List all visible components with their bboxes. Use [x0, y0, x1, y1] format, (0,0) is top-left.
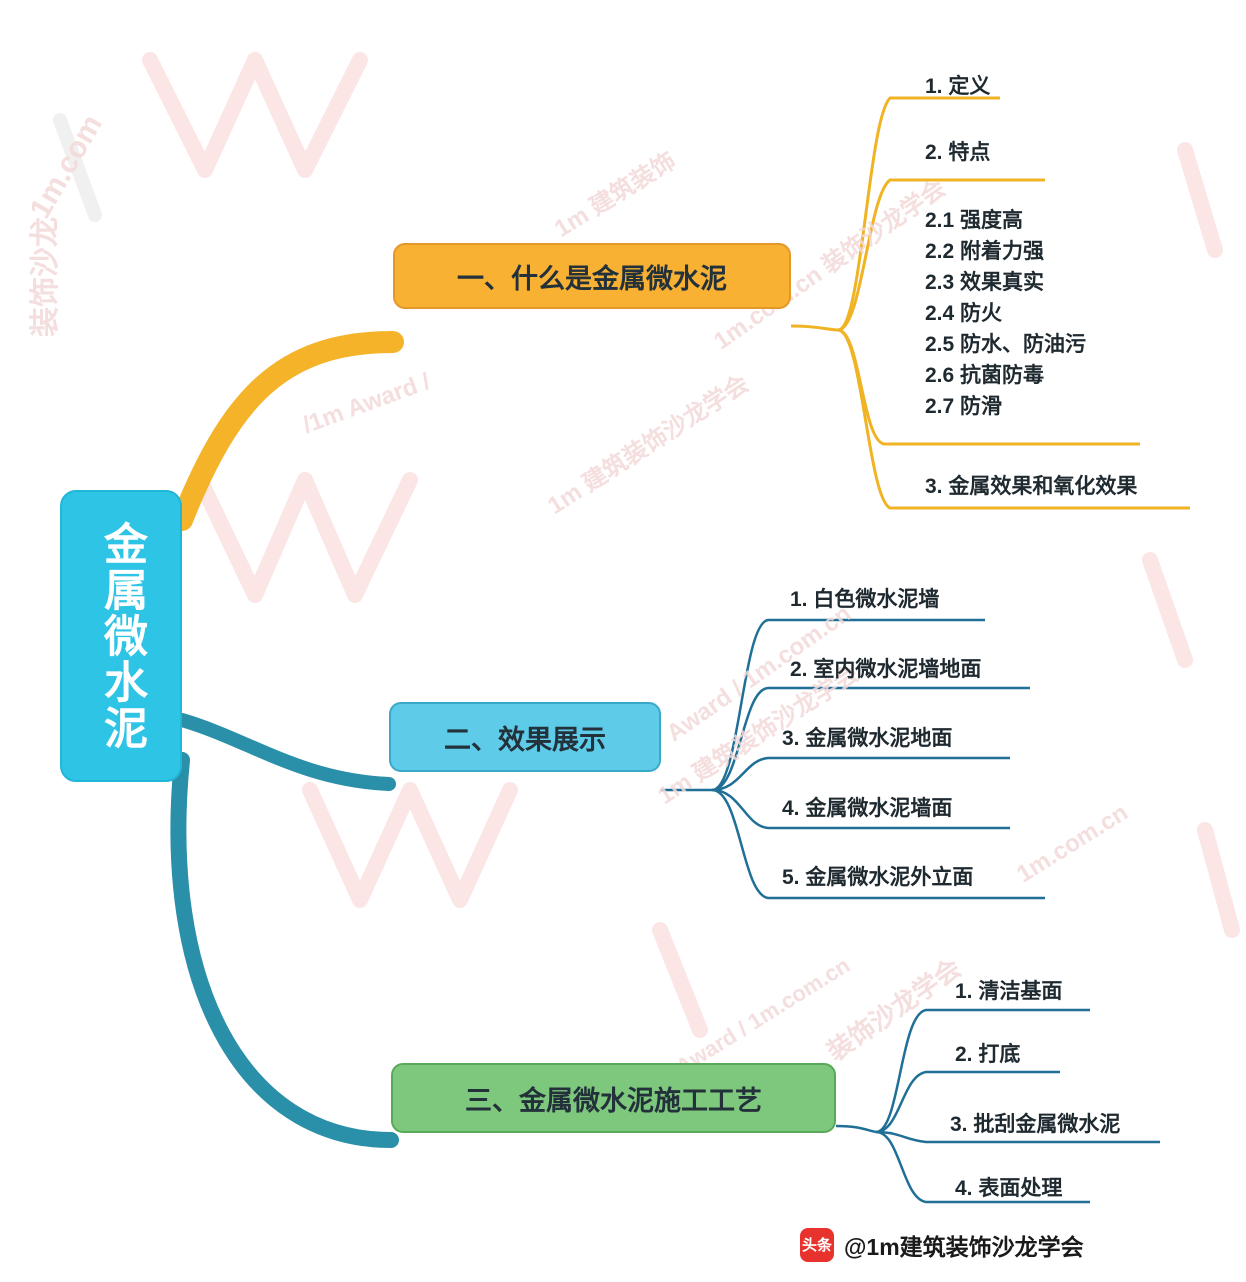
leaf-2-1[interactable]: 1. 白色微水泥墙: [790, 588, 940, 611]
footer-credit: 头条 @1m建筑装饰沙龙学会: [800, 1228, 1084, 1262]
leaf-3-2[interactable]: 2. 打底: [955, 1043, 1021, 1066]
sublist-item[interactable]: 2.3 效果真实: [925, 271, 1045, 294]
sublist-item[interactable]: 2.6 抗菌防毒: [925, 364, 1045, 387]
leaf-2-2[interactable]: 2. 室内微水泥墙地面: [790, 658, 982, 681]
watermark-text: 装饰沙龙: [29, 217, 62, 337]
leaf-1-2-sublist: 2.1 强度高 2.2 附着力强 2.3 效果真实 2.4 防火 2.5 防水、…: [925, 205, 1086, 422]
sublist-item[interactable]: 2.4 防火: [925, 302, 1003, 325]
branch-node-3[interactable]: 三、金属微水泥施工工艺: [391, 1063, 836, 1133]
leaf-2-5[interactable]: 5. 金属微水泥外立面: [782, 866, 974, 889]
leaf-1-3[interactable]: 3. 金属效果和氧化效果: [925, 475, 1138, 498]
sublist-item[interactable]: 2.1 强度高: [925, 209, 1024, 232]
sublist-item[interactable]: 2.2 附着力强: [925, 240, 1045, 263]
leaf-3-1[interactable]: 1. 清洁基面: [955, 980, 1063, 1003]
footer-author: @1m建筑装饰沙龙学会: [844, 1234, 1084, 1260]
leaf-2-3[interactable]: 3. 金属微水泥地面: [782, 727, 953, 750]
leaf-3-4[interactable]: 4. 表面处理: [955, 1177, 1063, 1200]
branch-node-2[interactable]: 二、效果展示: [389, 702, 661, 772]
sublist-item[interactable]: 2.5 防水、防油污: [925, 333, 1087, 356]
leaf-1-1[interactable]: 1. 定义: [925, 75, 991, 98]
branch-node-1[interactable]: 一、什么是金属微水泥: [393, 243, 791, 309]
sublist-item[interactable]: 2.7 防滑: [925, 395, 1003, 418]
toutiao-logo-icon: 头条: [800, 1228, 834, 1262]
leaf-2-4[interactable]: 4. 金属微水泥墙面: [782, 797, 953, 820]
root-node[interactable]: 金属微水泥: [60, 490, 182, 782]
leaf-3-3[interactable]: 3. 批刮金属微水泥: [950, 1113, 1121, 1136]
leaf-1-2[interactable]: 2. 特点: [925, 141, 991, 164]
